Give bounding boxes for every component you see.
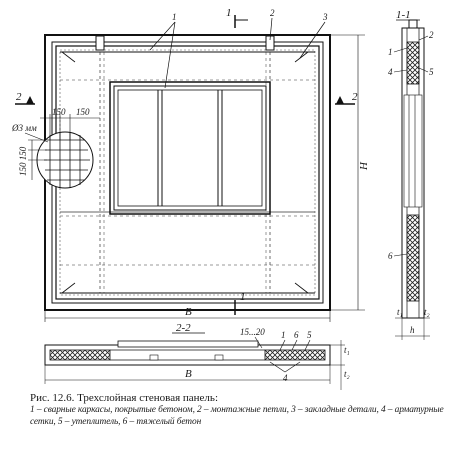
callouts-elevation [149,17,326,89]
s11-callout-6: 6 [388,251,393,261]
s22-t2: t₂ [344,369,350,379]
dim-B-bottom: B [185,368,192,380]
cut-label-right: 2 [352,91,358,103]
s22-callout-1: 1 [281,330,286,340]
dim-150-b: 150 [76,107,90,117]
mesh-diameter: Ø3 мм [11,123,37,133]
s22-gap: 15...20 [240,327,265,337]
section-2-2: 2-2 [44,322,345,390]
section-2-2-title: 2-2 [176,322,191,334]
s11-t1: t₁ [397,307,403,317]
callout-1: 1 [172,12,177,22]
s22-callout-6: 6 [294,330,299,340]
s22-t1: t₁ [344,345,350,355]
dim-150-a: 150 [52,107,66,117]
cut-label-top: 1 [226,7,232,19]
s11-callout-5: 5 [429,67,434,77]
caption-title: Рис. 12.6. Трехслойная стеновая панель: [30,392,218,404]
mesh-dimensions [24,114,100,180]
section-1-1-title: 1-1 [396,9,411,21]
dim-B-top: B [185,306,192,318]
s11-callout-1: 1 [388,47,393,57]
panel-elevation [36,34,331,311]
cut-label-left: 2 [16,91,22,103]
section-1-1: 1-1 [395,9,430,340]
s11-callout-4: 4 [388,67,393,77]
s22-callout-4: 4 [283,373,288,383]
s22-callout-5: 5 [307,330,312,340]
figure-caption: Рис. 12.6. Трехслойная стеновая панель: … [30,392,445,428]
callout-3: 3 [322,12,328,22]
cut-label-bottom: 1 [240,291,246,303]
caption-legend: 1 – сварные каркасы, покрытые бетоном, 2… [30,405,444,427]
dim-width [44,310,331,322]
callout-2: 2 [270,8,275,18]
s11-h: h [410,325,415,335]
s11-callout-2: 2 [429,30,434,40]
dim-H: H [358,161,370,171]
dim-height [330,34,365,311]
cut-marker-2-2: 2 2 [15,91,358,105]
s11-t2: t₂ [424,307,430,317]
dim-150-150: 150 150 [18,146,28,176]
cut-marker-1-1: 1 1 [226,7,248,315]
